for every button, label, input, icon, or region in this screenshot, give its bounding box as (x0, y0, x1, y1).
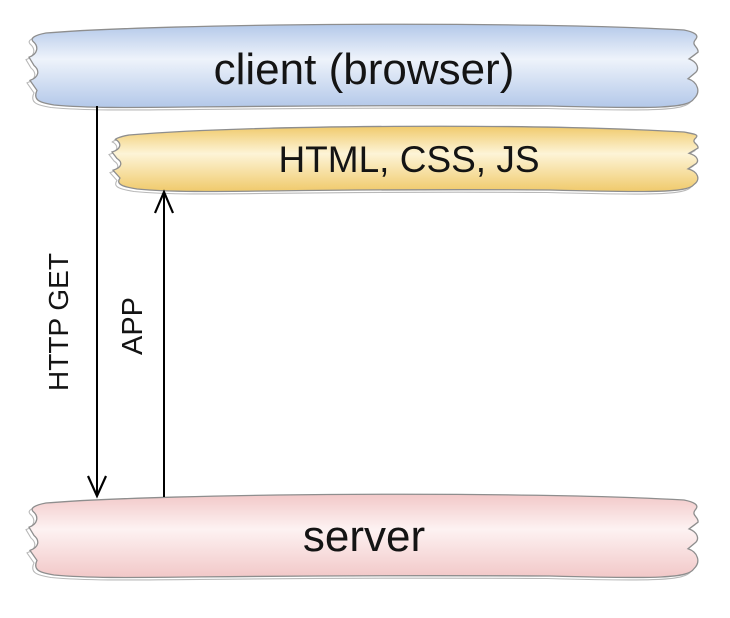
node-client: client (browser) (25, 23, 699, 111)
node-server-label: server (303, 512, 425, 561)
node-server-shape (28, 493, 699, 579)
arrow-http-get: HTTP GET (43, 106, 108, 499)
node-server: server (25, 493, 699, 581)
arrow-app: APP (117, 189, 175, 497)
node-client-label: client (browser) (214, 45, 515, 94)
node-assets: HTML, CSS, JS (108, 125, 699, 195)
node-client-shape (28, 23, 699, 109)
node-assets-label: HTML, CSS, JS (278, 139, 539, 180)
node-assets-shape (110, 125, 699, 193)
arrow-http-get-label: HTTP GET (43, 253, 74, 391)
arrow-app-head-up-icon (153, 189, 175, 214)
arrow-http-get-head-down-icon (86, 475, 108, 499)
arrow-app-label: APP (117, 297, 149, 355)
